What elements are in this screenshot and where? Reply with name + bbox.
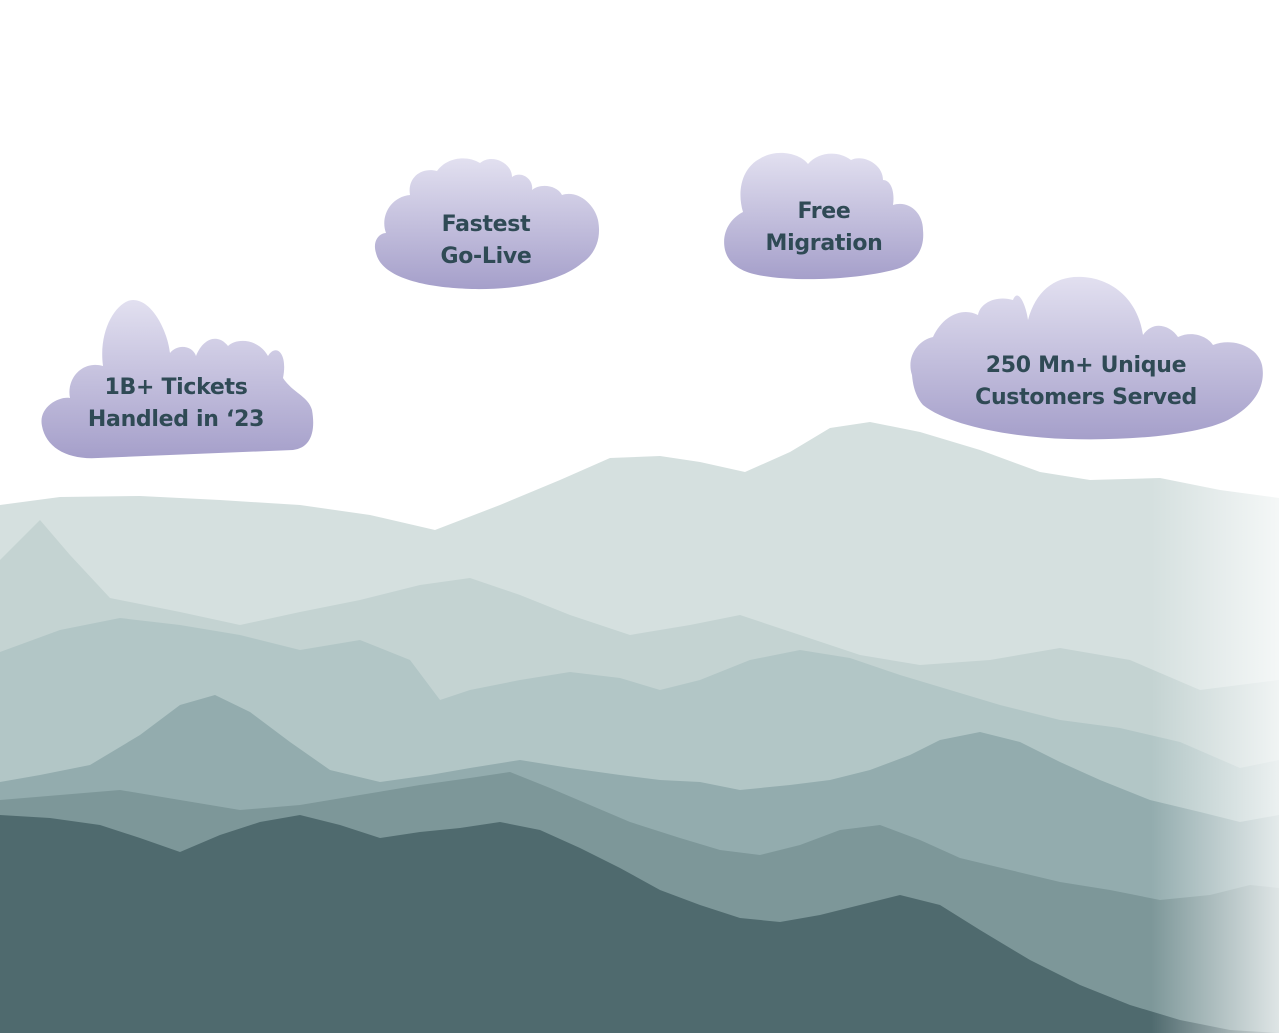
cloud-golive-line1: Fastest [441, 212, 531, 237]
cloud-tickets-line1: 1B+ Tickets [104, 375, 248, 400]
cloud-stat-golive: Fastest Go-Live [372, 155, 600, 291]
cloud-stat-customers: 250 Mn+ Unique Customers Served [908, 275, 1264, 443]
cloud-golive-line2: Go-Live [440, 244, 532, 269]
cloud-stat-migration: Free Migration [723, 150, 925, 280]
cloud-migration-line1: Free [797, 199, 851, 224]
cloud-tickets-line2: Handled in ‘23 [87, 407, 265, 432]
cloud-icon [41, 300, 314, 459]
cloud-customers-line2: Customers Served [975, 385, 1197, 410]
cloud-migration-line2: Migration [765, 231, 883, 256]
cloud-icon [910, 276, 1263, 440]
cloud-customers-line1: 250 Mn+ Unique [985, 353, 1187, 378]
cloud-icon [724, 152, 924, 280]
cloud-stat-tickets: 1B+ Tickets Handled in ‘23 [38, 298, 314, 463]
cloud-icon [374, 158, 600, 290]
